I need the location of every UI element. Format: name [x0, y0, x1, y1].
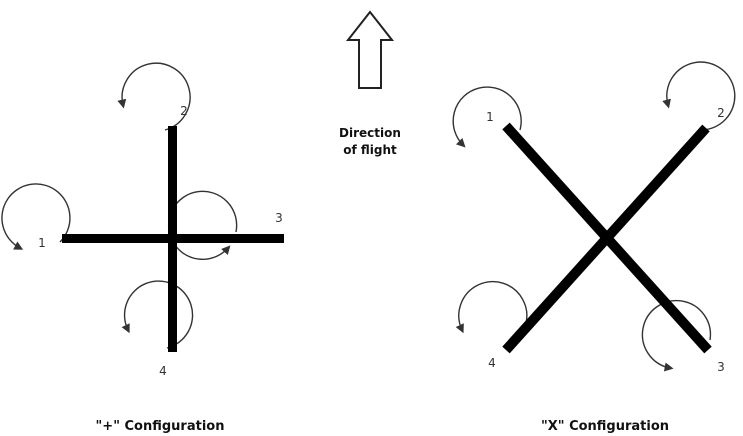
x-motor-2-rotation-arrow-icon [662, 61, 736, 131]
plus-motor-4-label: 4 [159, 364, 167, 378]
x-motor-1-label: 1 [486, 110, 494, 124]
plus-motor-3-label: 3 [275, 211, 283, 225]
x-arm-2-to-4 [502, 124, 710, 354]
motor-1-rotation-arrow-icon [1, 183, 71, 250]
motor-2-rotation-arrow-icon [117, 62, 191, 131]
plus-arm-vertical [168, 126, 177, 352]
plus-motor-1-label: 1 [38, 236, 46, 250]
plus-configuration: 1 2 3 4 "+" Configuration [1, 62, 284, 434]
x-configuration: 1 2 3 4 "X" Configuration [452, 61, 736, 434]
plus-motor-2-label: 2 [180, 104, 188, 118]
plus-configuration-caption: "+" Configuration [96, 419, 225, 434]
x-configuration-caption: "X" Configuration [541, 419, 669, 434]
direction-label-line1: Direction [339, 126, 401, 140]
motor-4-rotation-arrow-icon [121, 280, 194, 349]
motor-3-rotation-arrow-icon [167, 190, 238, 261]
x-motor-3-label: 3 [717, 360, 725, 374]
direction-label-line2: of flight [343, 143, 397, 157]
direction-of-flight-arrow-icon [345, 10, 395, 89]
x-motor-3-rotation-arrow-icon [641, 299, 712, 372]
x-motor-4-label: 4 [488, 356, 496, 370]
x-motor-2-label: 2 [717, 106, 725, 120]
x-motor-1-rotation-arrow-icon [452, 86, 522, 148]
